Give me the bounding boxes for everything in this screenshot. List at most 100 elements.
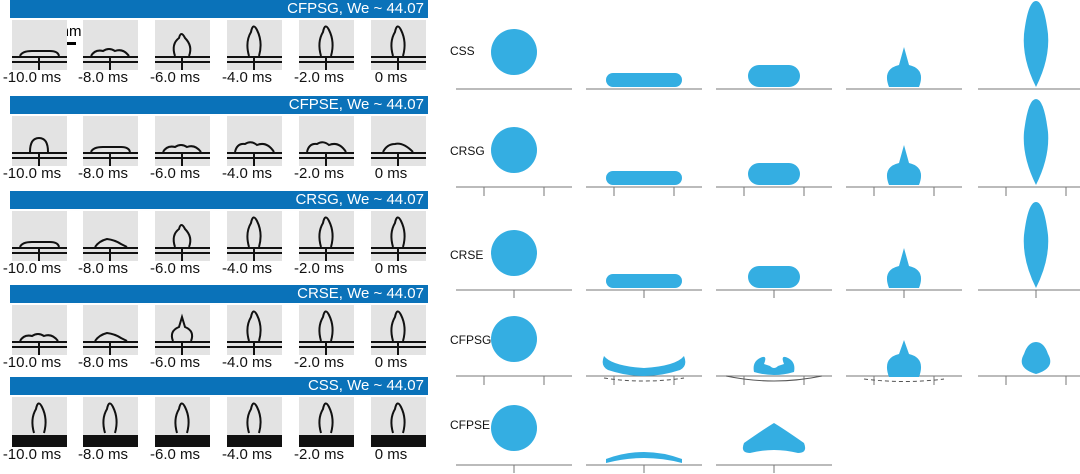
time-label: -10.0 ms xyxy=(2,354,62,371)
substrate xyxy=(83,435,138,447)
droplet-outline xyxy=(318,25,334,57)
frame-drawing xyxy=(227,141,282,166)
time-label: -8.0 ms xyxy=(77,446,128,463)
experiment-frame xyxy=(155,397,210,447)
experiment-frame xyxy=(299,116,354,166)
droplet-outline xyxy=(19,333,59,342)
time-label: -6.0 ms xyxy=(149,354,200,371)
time-label: -4.0 ms xyxy=(221,69,272,86)
frame-drawing xyxy=(83,237,138,261)
time-label: -2.0 ms xyxy=(293,260,344,277)
experiment-frame xyxy=(227,211,282,261)
time-label: -2.0 ms xyxy=(293,354,344,371)
frame-drawing xyxy=(299,25,354,70)
deformed-surface xyxy=(725,375,823,382)
time-label: 0 ms xyxy=(374,446,408,463)
experiment-frame xyxy=(227,20,282,70)
experiment-frame xyxy=(12,305,67,355)
droplet-onion xyxy=(886,248,922,288)
experiment-frame xyxy=(227,397,282,447)
droplet-sphere xyxy=(491,230,537,276)
experiment-frame xyxy=(83,20,138,70)
experiment-frame xyxy=(371,305,426,355)
scale-bar xyxy=(60,42,76,45)
droplet-outline xyxy=(102,402,118,434)
droplet-onion xyxy=(886,145,922,185)
droplet-jet xyxy=(1023,1,1049,87)
droplet-pancake xyxy=(606,171,682,185)
experiment-frame xyxy=(83,305,138,355)
panel-title-banner: CRSE, We ~ 44.07 xyxy=(10,285,428,303)
simulation-row-label: CFPSG xyxy=(450,333,492,347)
frame-drawing xyxy=(371,216,426,261)
frame-drawing xyxy=(227,402,282,447)
droplet-outline xyxy=(318,402,334,434)
frame-drawing xyxy=(299,141,354,166)
experiment-frame xyxy=(299,211,354,261)
time-label: 0 ms xyxy=(374,165,408,182)
droplet-jet xyxy=(1023,99,1049,185)
droplet-outline xyxy=(90,146,131,153)
experiment-frame xyxy=(83,211,138,261)
droplet-onion xyxy=(886,340,922,377)
panel-title-banner: CFPSE, We ~ 44.07 xyxy=(10,96,428,114)
frame-drawing xyxy=(155,33,210,70)
time-label: -2.0 ms xyxy=(293,165,344,182)
time-label: -4.0 ms xyxy=(221,354,272,371)
droplet-slab xyxy=(748,163,800,185)
droplet-outline xyxy=(390,402,406,434)
time-label: -10.0 ms xyxy=(2,165,62,182)
experiment-frame xyxy=(299,20,354,70)
time-label: -4.0 ms xyxy=(221,446,272,463)
substrate xyxy=(227,435,282,447)
time-label: -6.0 ms xyxy=(149,446,200,463)
panel-title-banner: CRSG, We ~ 44.07 xyxy=(10,191,428,209)
frame-drawing xyxy=(371,142,426,166)
time-label: 0 ms xyxy=(374,260,408,277)
droplet-outline xyxy=(382,142,414,153)
time-label: 0 ms xyxy=(374,69,408,86)
droplet-outline xyxy=(246,25,262,57)
simulation-svg xyxy=(456,1,1080,473)
droplet-sphere xyxy=(491,29,537,75)
droplet-outline xyxy=(162,144,202,153)
time-label: -4.0 ms xyxy=(221,260,272,277)
simulation-row-label: CRSG xyxy=(450,144,485,158)
droplet-slab xyxy=(748,65,800,87)
droplet-outline xyxy=(390,216,406,248)
time-label: -6.0 ms xyxy=(149,69,200,86)
droplet-outline xyxy=(19,50,60,57)
experiment-frame xyxy=(155,20,210,70)
experiment-frame xyxy=(227,116,282,166)
droplet-pancake xyxy=(606,73,682,87)
time-label: -2.0 ms xyxy=(293,446,344,463)
experiment-frame xyxy=(155,116,210,166)
frame-drawing xyxy=(83,146,138,166)
frame-drawing xyxy=(299,310,354,355)
frame-drawing xyxy=(299,216,354,261)
frame-drawing xyxy=(12,241,67,261)
substrate xyxy=(155,435,210,447)
frame-drawing xyxy=(83,402,138,447)
frame-drawing xyxy=(12,50,67,70)
droplet-outline xyxy=(172,33,192,57)
droplet-slab xyxy=(748,266,800,288)
droplet-outline xyxy=(29,136,49,153)
frame-drawing xyxy=(227,310,282,355)
time-label: -10.0 ms xyxy=(2,260,62,277)
experiment-frame xyxy=(371,397,426,447)
substrate xyxy=(371,435,426,447)
droplet-outline xyxy=(390,310,406,342)
time-label: 0 ms xyxy=(374,354,408,371)
droplet-outline xyxy=(246,402,262,434)
experiment-frame xyxy=(12,397,67,447)
experiment-frame xyxy=(83,397,138,447)
droplet-outline xyxy=(246,216,262,248)
droplet-outline xyxy=(31,402,47,434)
experiment-frame xyxy=(12,20,67,70)
panel-title-banner: CFPSG, We ~ 44.07 xyxy=(10,0,428,18)
droplet-outline xyxy=(94,237,128,248)
droplet-outline xyxy=(174,402,190,434)
droplet-outline xyxy=(19,241,60,248)
